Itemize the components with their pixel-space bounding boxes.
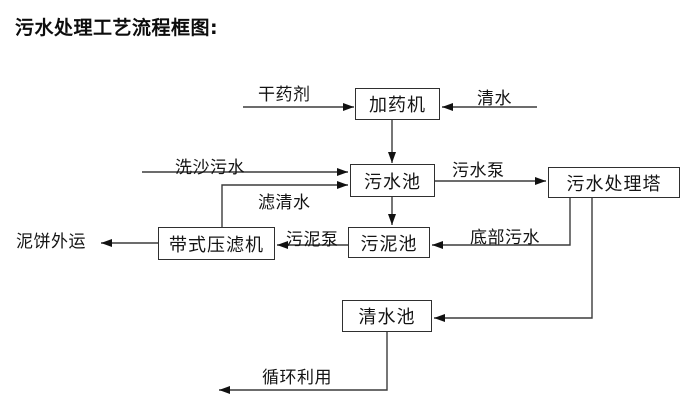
label-filtered-water: 滤清水 <box>258 193 311 213</box>
edge-filtered-water <box>221 181 348 227</box>
label-sand-washing-sewage: 洗沙污水 <box>175 158 245 178</box>
edge-recycling-use <box>219 332 388 394</box>
label-mud-cake-outbound: 泥饼外运 <box>16 232 86 252</box>
edge-bottom-sewage <box>432 198 571 249</box>
label-recycling-use: 循环利用 <box>262 368 332 388</box>
page-title: 污水处理工艺流程框图: <box>15 17 219 39</box>
node-clean-water-pool: 清水池 <box>342 300 432 332</box>
edge-tower-to-clean-water-pool <box>434 198 593 322</box>
label-bottom-sewage: 底部污水 <box>470 228 540 248</box>
label-sewage-pump: 污水泵 <box>452 161 505 181</box>
node-dosing-machine: 加药机 <box>355 88 440 120</box>
node-treatment-tower: 污水处理塔 <box>548 167 680 198</box>
label-clean-water: 清水 <box>477 89 512 109</box>
node-belt-filter-press: 带式压滤机 <box>158 227 275 260</box>
node-sludge-pool: 污泥池 <box>348 227 430 258</box>
label-sludge-pump: 污泥泵 <box>286 230 339 250</box>
label-dry-chemical: 干药剂 <box>258 85 311 105</box>
node-sewage-pool: 污水池 <box>350 164 435 197</box>
